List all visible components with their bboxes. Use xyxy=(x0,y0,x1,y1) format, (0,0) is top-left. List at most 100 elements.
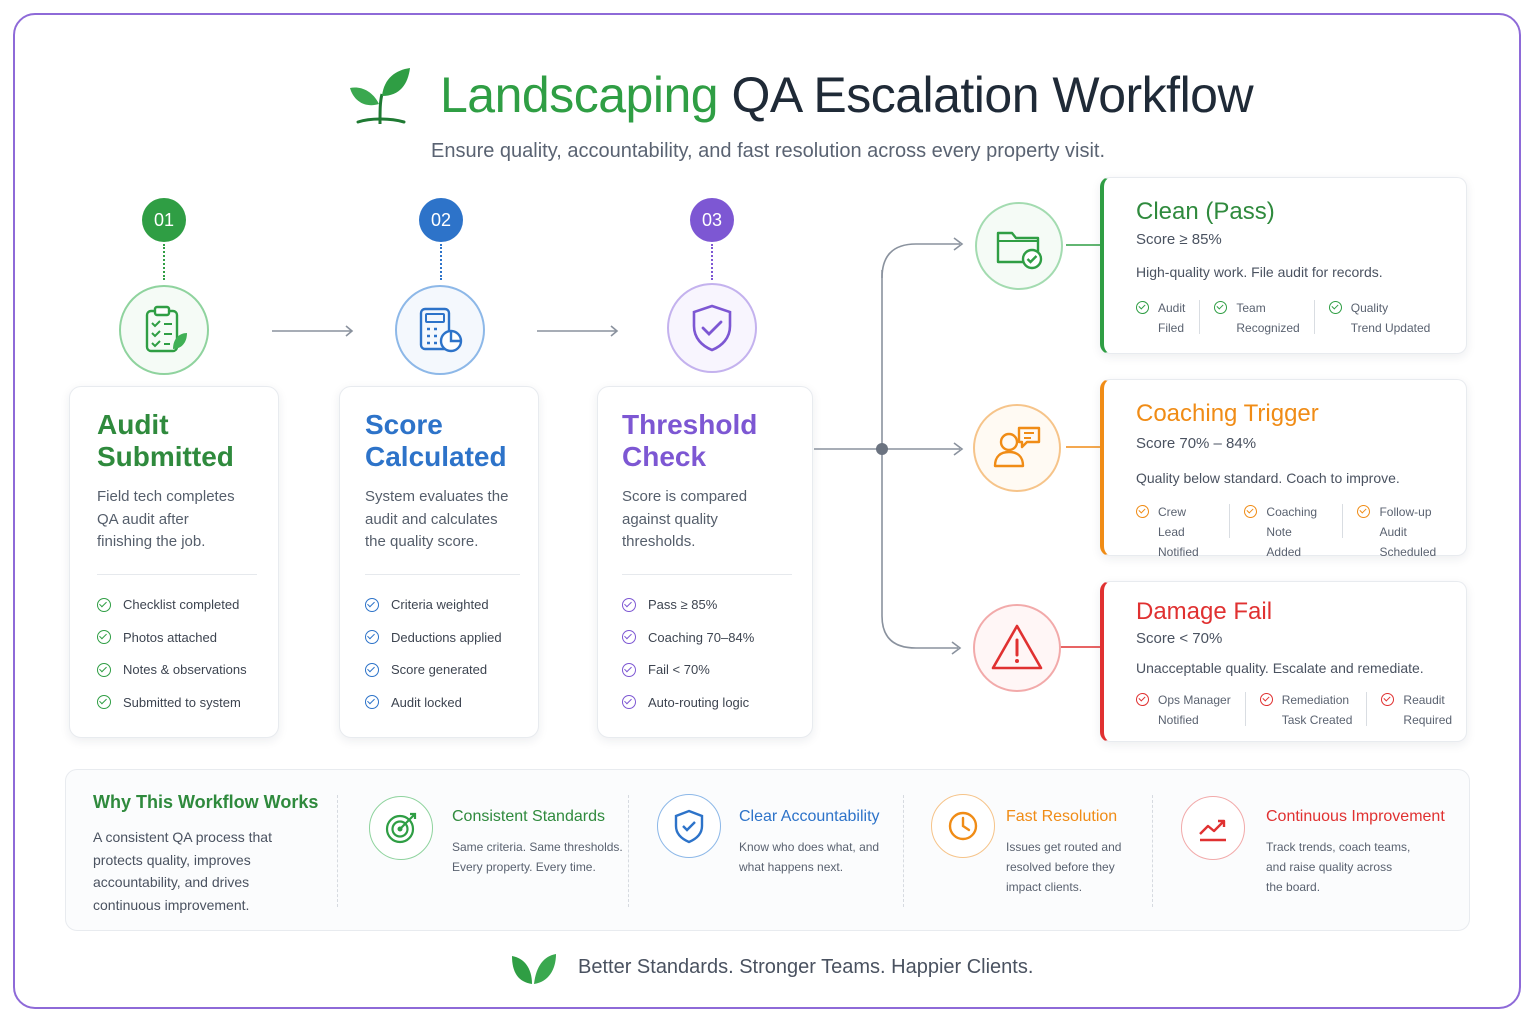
benefit-3-title: Fast Resolution xyxy=(1006,808,1118,825)
action-label: Coaching xyxy=(1266,505,1318,519)
page-title: Landscaping QA Escalation Workflow xyxy=(440,66,1254,124)
routing-connector xyxy=(814,237,1100,655)
benefit-text-line: impact clients. xyxy=(1006,880,1083,894)
check-circle-icon xyxy=(622,695,636,710)
checklist-label: Submitted to system xyxy=(123,694,241,710)
benefit-4-icon-circle xyxy=(1181,796,1245,860)
step-1-icon-circle xyxy=(119,285,209,375)
page-subtitle: Ensure quality, accountability, and fast… xyxy=(430,140,1106,162)
step-2-desc-line: System evaluates the xyxy=(365,488,509,505)
outcome-pass-score: Score ≥ 85% xyxy=(1136,231,1222,248)
action-label: Ops Manager xyxy=(1158,693,1231,707)
benefit-text-line: and raise quality across xyxy=(1266,860,1393,874)
check-circle-icon xyxy=(365,662,379,677)
why-heading: Why This Workflow Works xyxy=(93,792,319,812)
action-label: Audit Scheduled xyxy=(1379,525,1437,559)
title-rest: QA Escalation Workflow xyxy=(718,67,1254,123)
outcome-pass-desc: High-quality work. File audit for record… xyxy=(1136,264,1383,280)
warning-triangle-icon xyxy=(991,624,1043,670)
step-2-connector xyxy=(440,244,442,280)
target-icon xyxy=(385,812,417,844)
divider xyxy=(1199,300,1201,334)
folder-check-icon xyxy=(996,231,1043,270)
benefit-3-text: Issues get routed and resolved before th… xyxy=(1006,837,1121,897)
divider xyxy=(1313,300,1315,334)
check-circle-icon xyxy=(1136,693,1149,706)
action-label: Team xyxy=(1236,301,1266,315)
step-3-badge: 03 xyxy=(690,198,734,242)
leaf-logo-icon xyxy=(350,68,410,125)
page-frame xyxy=(13,13,1521,1009)
checklist-item: Photos attached xyxy=(97,621,278,654)
step-3-title-line2: Check xyxy=(622,441,707,472)
step-1-desc-line: Field tech completes xyxy=(97,488,235,505)
check-circle-icon xyxy=(365,695,379,710)
benefit-2-text: Know who does what, and what happens nex… xyxy=(739,837,879,877)
checklist-label: Criteria weighted xyxy=(391,597,489,613)
check-circle-icon xyxy=(622,597,636,612)
checklist-item: Notes & observations xyxy=(97,654,278,687)
checklist-label: Fail < 70% xyxy=(648,662,710,678)
checklist-label: Checklist completed xyxy=(123,597,240,613)
outcome-coaching-desc: Quality below standard. Coach to improve… xyxy=(1136,470,1400,486)
step-2-desc-line: the quality score. xyxy=(365,533,479,550)
leaves-icon xyxy=(512,954,556,984)
shield-check-icon xyxy=(692,304,732,352)
outcome-pass-icon-circle xyxy=(975,202,1063,290)
benefit-text-line: Track trends, coach teams, xyxy=(1266,840,1411,854)
step-1-desc-line: finishing the job. xyxy=(97,533,206,550)
benefit-text-line: what happens next. xyxy=(739,860,844,874)
why-text-line: accountability, and drives xyxy=(93,874,250,890)
coaching-chat-icon xyxy=(993,426,1041,468)
outcome-fail-desc: Unacceptable quality. Escalate and remed… xyxy=(1136,660,1424,676)
shield-icon xyxy=(674,809,704,844)
step-1-desc-line: QA audit after xyxy=(97,510,189,528)
checklist-item: Criteria weighted xyxy=(365,589,538,622)
checklist-label: Notes & observations xyxy=(123,662,247,678)
checklist-item: Deductions applied xyxy=(365,621,538,654)
action-label: Notified xyxy=(1158,545,1199,559)
check-circle-icon xyxy=(97,695,111,710)
benefit-text-line: Know who does what, and xyxy=(739,840,880,854)
outcome-coaching-score: Score 70% – 84% xyxy=(1136,435,1257,452)
divider xyxy=(1366,692,1368,726)
action-label: Audit xyxy=(1158,301,1186,315)
footer-tagline: Better Standards. Stronger Teams. Happie… xyxy=(578,956,1034,978)
checklist-item: Auto-routing logic xyxy=(622,686,812,719)
check-circle-icon xyxy=(622,630,636,645)
step-1-connector xyxy=(163,244,165,280)
step-3-desc-line: against quality xyxy=(622,510,718,528)
clipboard-checklist-icon xyxy=(145,305,187,353)
checklist-label: Auto-routing logic xyxy=(648,694,750,710)
step-2-title-line2: Calculated xyxy=(365,441,507,472)
benefit-text-line: resolved before they xyxy=(1006,860,1115,874)
why-text-line: protects quality, improves xyxy=(93,851,251,868)
checklist-label: Pass ≥ 85% xyxy=(648,597,718,613)
step-2-icon-circle xyxy=(395,285,485,375)
checklist-item: Checklist completed xyxy=(97,589,278,622)
benefit-2-title: Clear Accountability xyxy=(739,808,880,825)
check-circle-icon xyxy=(1214,301,1228,314)
outcome-coaching-icon-circle xyxy=(973,404,1061,492)
step-3-title-line1: Threshold xyxy=(622,409,758,440)
outcome-coaching-card: Coaching Trigger Score 70% – 84% Quality… xyxy=(1100,379,1467,559)
benefit-4-text: Track trends, coach teams, and raise qua… xyxy=(1266,837,1410,897)
check-circle-icon xyxy=(1381,693,1395,706)
divider xyxy=(628,795,629,907)
check-circle-icon xyxy=(1328,301,1342,314)
action-label: Quality xyxy=(1350,301,1389,315)
step-2-badge: 02 xyxy=(419,198,463,242)
benefit-3-icon-circle xyxy=(931,794,995,858)
outcome-fail-title: Damage Fail xyxy=(1136,598,1273,625)
